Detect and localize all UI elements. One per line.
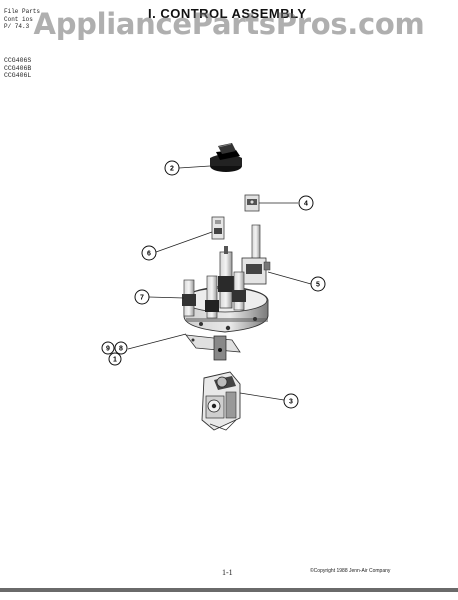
callout-label: 2 [170, 166, 174, 173]
callout-label: 3 [289, 399, 293, 406]
callout-5: 5 [310, 276, 326, 292]
control-knob [210, 143, 242, 172]
header-line: P/ 74.3 [4, 23, 30, 30]
switch-part-5 [241, 224, 271, 285]
callout-label: 7 [140, 295, 144, 302]
switch-post-assembly [182, 246, 246, 319]
callout-label: 6 [147, 251, 151, 258]
callout-6: 6 [141, 245, 157, 261]
part-callouts: 2 4 6 5 7 9 8 [101, 160, 326, 409]
page-number: 1-1 [222, 568, 233, 577]
model-list: CCG406S CCG406B CCG406L [4, 57, 31, 80]
callout-label: 4 [304, 201, 308, 208]
model-number: CCG406S [4, 57, 32, 64]
callout-7: 7 [134, 289, 150, 305]
callout-2: 2 [164, 160, 180, 176]
callout-8: 8 [114, 341, 128, 355]
callout-label: 1 [113, 357, 117, 364]
callout-4: 4 [298, 195, 314, 211]
callout-label: 9 [106, 346, 110, 353]
callout-label: 8 [119, 346, 123, 353]
valve-body-part-3 [201, 371, 241, 431]
clip-part-6 [211, 216, 225, 240]
model-number: CCG406L [4, 72, 32, 79]
copyright-notice: ©Copyright 1988 Jenn-Air Company [310, 568, 391, 574]
header-line: Cont ios [4, 15, 33, 23]
leader-lines [127, 165, 312, 401]
callout-9: 9 [101, 341, 115, 355]
bottom-divider [0, 588, 458, 592]
callout-1: 1 [108, 352, 122, 366]
model-number: CCG406B [4, 64, 32, 72]
clip-bracket-part-4 [244, 194, 260, 212]
file-header: File Parts Cont ios P/ 74.3 [4, 8, 40, 31]
header-line: File Parts [4, 8, 41, 15]
mounting-bracket [185, 334, 241, 361]
page-title: I. CONTROL ASSEMBLY [148, 6, 307, 21]
callout-label: 5 [316, 282, 320, 289]
callout-3: 3 [283, 393, 299, 409]
